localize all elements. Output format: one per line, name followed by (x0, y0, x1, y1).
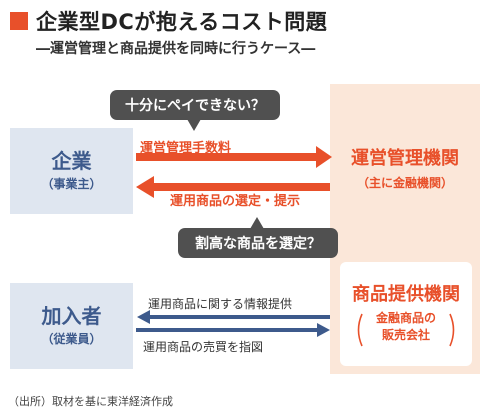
company-box: 企業 （事業主） (10, 128, 133, 214)
selection-arrow-shaft (152, 183, 330, 191)
admin-sublabel: （主に金融機関） (356, 176, 453, 190)
flow-label-trade: 運用商品の売買を指図 (143, 340, 264, 354)
bubble-bottom-pointer (250, 217, 264, 229)
fee-arrow-shaft (136, 153, 318, 161)
company-sublabel: （事業主） (41, 177, 102, 191)
fee-arrow-head (316, 146, 332, 168)
company-label: 企業 (51, 149, 92, 173)
flow-label-info: 運用商品に関する情報提供 (148, 297, 293, 311)
bubble-product-question: 割高な商品を選定？ (178, 228, 338, 258)
provider-paren-right (449, 313, 455, 347)
trade-arrow-shaft (136, 328, 318, 332)
info-arrow-head (137, 310, 150, 324)
flow-label-selection: 運用商品の選定・提示 (170, 194, 301, 209)
source-note: （出所）取材を基に東洋経済作成 (8, 395, 173, 408)
admin-box: 運営管理機関 （主に金融機関） (330, 140, 480, 200)
provider-paren-left (357, 313, 363, 347)
selection-arrow-head (136, 176, 154, 198)
admin-label: 運営管理機関 (351, 148, 459, 169)
members-box: 加入者 （従業員） (10, 283, 133, 369)
page-title: 企業型DCが抱えるコスト問題 (36, 10, 328, 34)
page-subtitle: ―運営管理と商品提供を同時に行うケース― (36, 41, 316, 57)
bubble-top-pointer (187, 119, 201, 131)
provider-sublabel-line2: 販売会社 (381, 328, 430, 342)
title-marker (10, 12, 28, 30)
flow-label-admin-fee: 運営管理手数料 (140, 141, 232, 156)
trade-arrow-head (317, 323, 330, 337)
provider-sublabel: 金融商品の 販売会社 (376, 310, 436, 344)
info-arrow-shaft (149, 315, 330, 319)
bubble-cost-question: 十分にペイできない？ (110, 90, 280, 120)
members-label: 加入者 (41, 304, 102, 328)
provider-sublabel-line1: 金融商品の (375, 311, 436, 325)
members-sublabel: （従業員） (41, 332, 102, 346)
provider-label: 商品提供機関 (352, 284, 460, 305)
